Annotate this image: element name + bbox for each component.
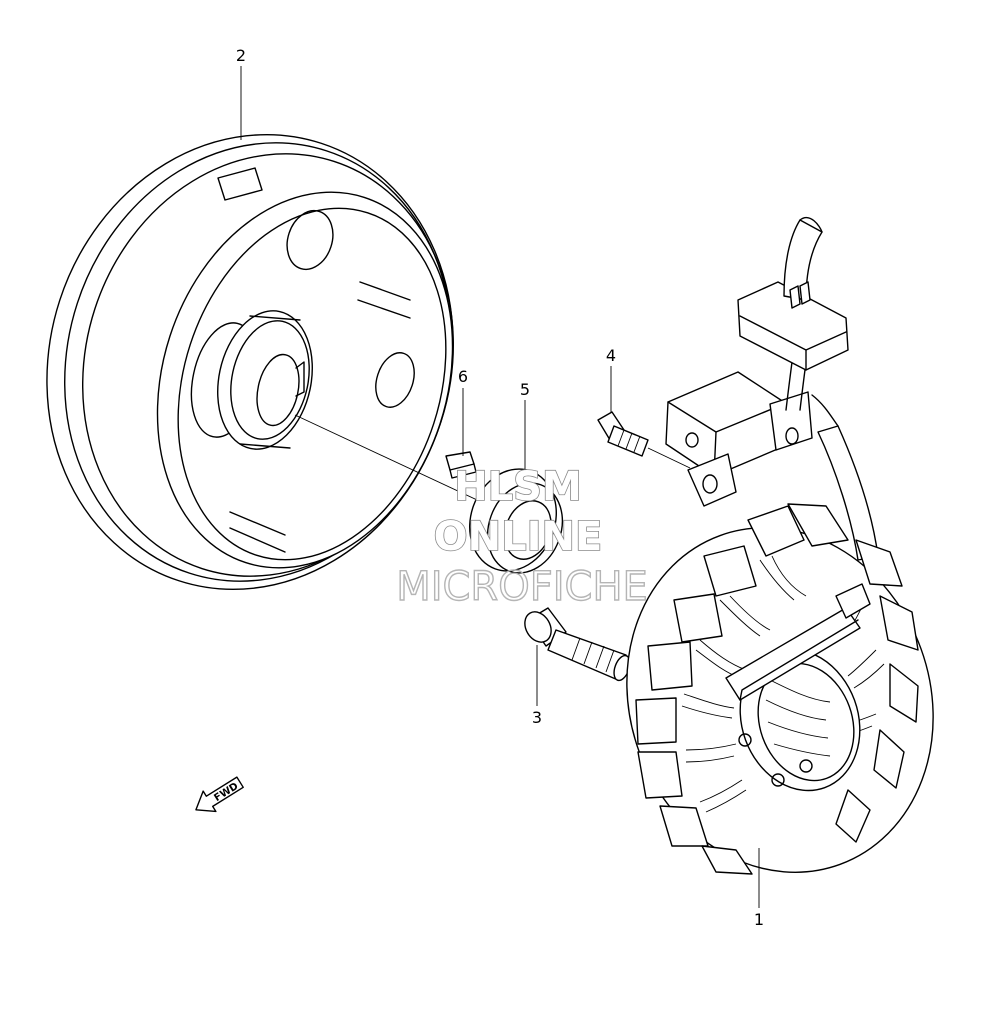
leader-lines — [240, 66, 760, 908]
pickup-coil — [665, 371, 813, 507]
bearing-collar-part-5 — [469, 468, 564, 574]
watermark: HLSM ONLINE MICROFICHE — [395, 463, 648, 611]
callout-part-1: 1 — [754, 910, 764, 929]
callout-part-6: 6 — [458, 367, 468, 386]
screw-part-4 — [597, 411, 691, 469]
callout-part-2: 2 — [236, 46, 246, 65]
callout-part-3: 3 — [532, 708, 542, 727]
watermark-line-3: MICROFICHE — [396, 564, 648, 610]
bolt-part-3 — [524, 607, 631, 682]
watermark-line-1: HLSM — [454, 464, 582, 510]
rotor-flywheel-part-2 — [46, 133, 454, 591]
forward-direction-arrow: FWD — [195, 776, 244, 813]
wire-harness — [737, 216, 879, 561]
watermark-line-2: ONLINE — [434, 514, 603, 560]
callout-part-5: 5 — [520, 380, 530, 399]
callout-part-4: 4 — [606, 346, 616, 365]
woodruff-key-part-6 — [445, 451, 477, 479]
stator-part-1 — [626, 503, 934, 875]
